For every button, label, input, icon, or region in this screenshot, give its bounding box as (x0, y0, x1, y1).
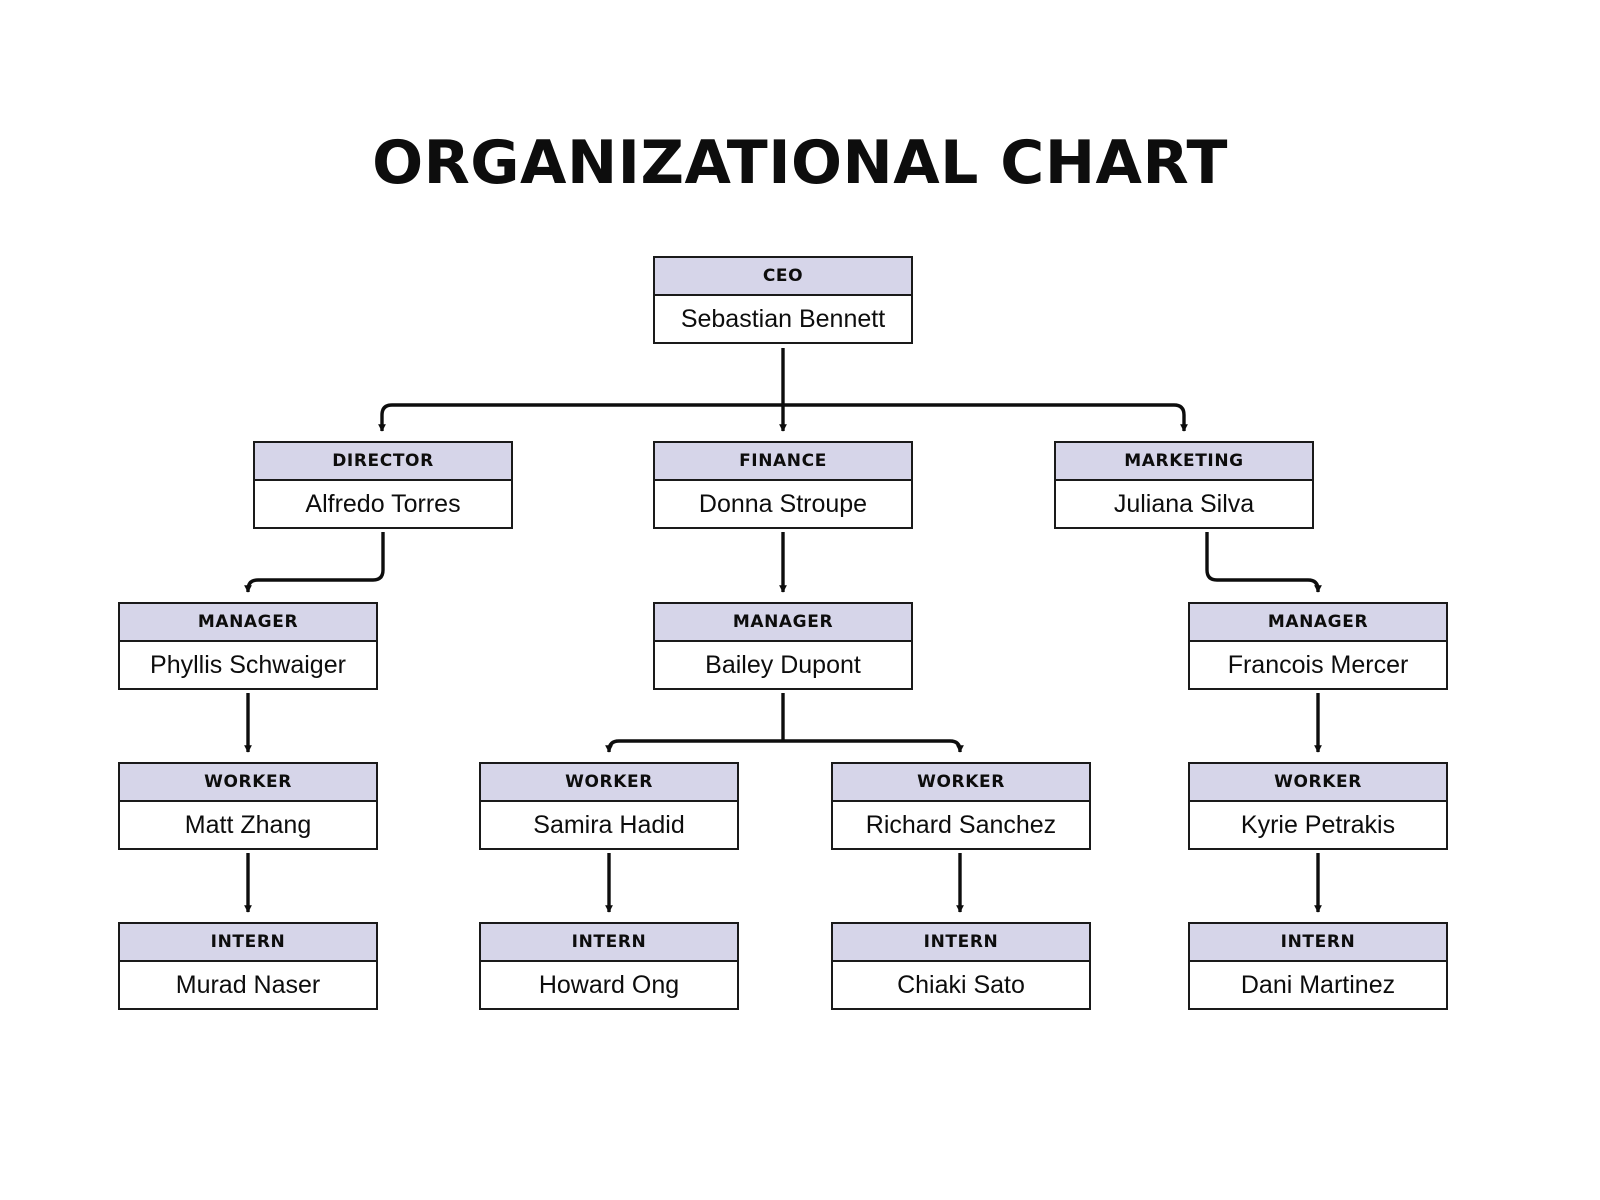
node-worker-3-role: WORKER (833, 764, 1089, 802)
node-intern-3-role: INTERN (833, 924, 1089, 962)
node-worker-4[interactable]: WORKER Kyrie Petrakis (1188, 762, 1448, 850)
node-intern-4[interactable]: INTERN Dani Martinez (1188, 922, 1448, 1010)
node-director-name: Alfredo Torres (255, 481, 511, 527)
node-worker-3[interactable]: WORKER Richard Sanchez (831, 762, 1091, 850)
node-intern-1-name: Murad Naser (120, 962, 376, 1008)
node-finance-role: FINANCE (655, 443, 911, 481)
node-intern-2-role: INTERN (481, 924, 737, 962)
node-manager-3[interactable]: MANAGER Francois Mercer (1188, 602, 1448, 690)
node-worker-1[interactable]: WORKER Matt Zhang (118, 762, 378, 850)
node-worker-1-name: Matt Zhang (120, 802, 376, 848)
node-intern-2-name: Howard Ong (481, 962, 737, 1008)
node-worker-2-role: WORKER (481, 764, 737, 802)
node-ceo-name: Sebastian Bennett (655, 296, 911, 342)
node-worker-1-role: WORKER (120, 764, 376, 802)
node-worker-2-name: Samira Hadid (481, 802, 737, 848)
node-intern-4-name: Dani Martinez (1190, 962, 1446, 1008)
node-manager-1-role: MANAGER (120, 604, 376, 642)
node-intern-3[interactable]: INTERN Chiaki Sato (831, 922, 1091, 1010)
edge-ceo-marketing (783, 403, 1188, 432)
node-manager-3-role: MANAGER (1190, 604, 1446, 642)
edge-ceo-director (378, 403, 783, 432)
page-title: ORGANIZATIONAL CHART (372, 128, 1228, 198)
node-marketing-role: MARKETING (1056, 443, 1312, 481)
node-intern-1-role: INTERN (120, 924, 376, 962)
node-manager-1-name: Phyllis Schwaiger (120, 642, 376, 688)
node-ceo-role: CEO (655, 258, 911, 296)
node-intern-3-name: Chiaki Sato (833, 962, 1089, 1008)
edge-manager2-worker2 (605, 739, 783, 753)
node-worker-3-name: Richard Sanchez (833, 802, 1089, 848)
node-worker-2[interactable]: WORKER Samira Hadid (479, 762, 739, 850)
node-intern-4-role: INTERN (1190, 924, 1446, 962)
node-finance-name: Donna Stroupe (655, 481, 911, 527)
node-worker-4-name: Kyrie Petrakis (1190, 802, 1446, 848)
node-intern-1[interactable]: INTERN Murad Naser (118, 922, 378, 1010)
node-ceo[interactable]: CEO Sebastian Bennett (653, 256, 913, 344)
node-director-role: DIRECTOR (255, 443, 511, 481)
node-manager-2-role: MANAGER (655, 604, 911, 642)
node-intern-2[interactable]: INTERN Howard Ong (479, 922, 739, 1010)
edge-marketing-manager3 (1205, 532, 1322, 593)
node-worker-4-role: WORKER (1190, 764, 1446, 802)
node-finance[interactable]: FINANCE Donna Stroupe (653, 441, 913, 529)
node-director[interactable]: DIRECTOR Alfredo Torres (253, 441, 513, 529)
node-marketing[interactable]: MARKETING Juliana Silva (1054, 441, 1314, 529)
node-marketing-name: Juliana Silva (1056, 481, 1312, 527)
node-manager-2-name: Bailey Dupont (655, 642, 911, 688)
edge-director-manager1 (244, 532, 385, 593)
node-manager-2[interactable]: MANAGER Bailey Dupont (653, 602, 913, 690)
node-manager-1[interactable]: MANAGER Phyllis Schwaiger (118, 602, 378, 690)
node-manager-3-name: Francois Mercer (1190, 642, 1446, 688)
edge-manager2-worker3 (783, 739, 964, 753)
